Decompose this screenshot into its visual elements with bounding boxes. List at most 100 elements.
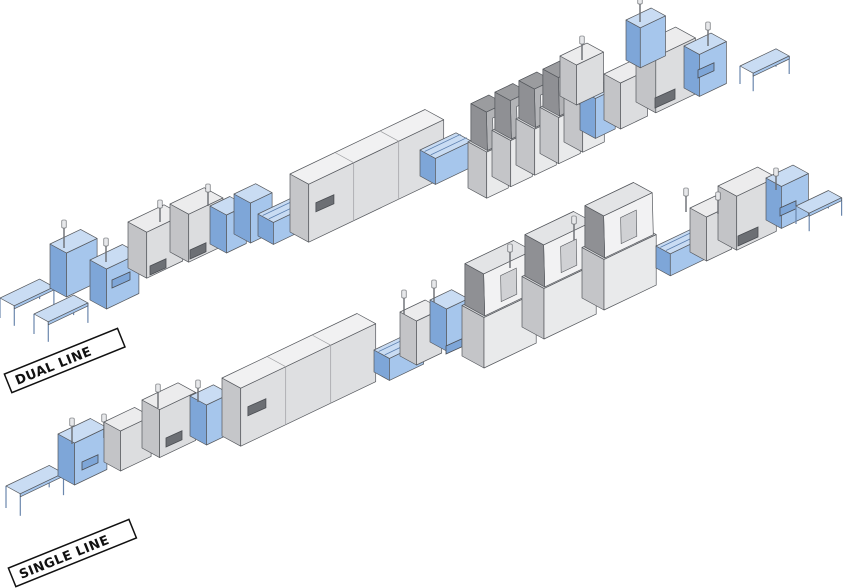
signal-tower-lamp — [155, 383, 161, 393]
dual-line-assembly — [0, 0, 790, 342]
signal-tower-icon — [715, 191, 721, 214]
monitor-screen — [111, 271, 131, 289]
reflow-oven — [289, 109, 445, 243]
loader-table — [795, 190, 843, 232]
signal-tower-lamp — [571, 215, 577, 225]
dual-line-label-box — [3, 327, 126, 394]
screen-printer — [141, 382, 196, 458]
machine-end-face — [603, 73, 621, 130]
monitor-icon — [149, 258, 167, 276]
magazine-loader — [625, 7, 666, 69]
single-line-label-box — [7, 518, 138, 588]
signal-tower-icon — [507, 243, 513, 268]
machine-end-face — [717, 185, 738, 251]
signal-tower-lamp — [683, 187, 689, 197]
machine-end-face — [765, 177, 782, 229]
machine-top-face — [683, 32, 727, 55]
mounter-window — [560, 238, 578, 274]
monitor-screen — [247, 398, 267, 417]
machine-top-face — [233, 183, 273, 204]
signal-tower-lamp — [773, 167, 779, 177]
signal-tower-lamp — [61, 219, 67, 229]
signal-tower-icon — [705, 21, 711, 46]
reflow-oven — [221, 313, 377, 447]
machine-end-face — [141, 399, 160, 458]
machine-top-face — [625, 7, 666, 29]
oven-seam — [379, 130, 400, 200]
monitor-screen — [315, 194, 335, 213]
signal-tower-icon — [401, 289, 407, 314]
machine-end-face — [221, 377, 242, 447]
conveyor-rail — [424, 133, 461, 152]
monitor-icon — [165, 430, 183, 448]
mounter-window — [620, 209, 638, 245]
signal-tower-lamp — [431, 279, 437, 289]
signal-tower-icon — [195, 379, 201, 402]
monitor-screen — [737, 226, 759, 247]
screen-printer — [559, 42, 604, 106]
hood-end — [524, 234, 546, 288]
oven-body — [221, 313, 377, 447]
signal-tower-icon — [61, 219, 67, 248]
signal-tower-lamp — [637, 0, 643, 5]
signal-tower-lamp — [507, 243, 513, 253]
table-edge — [47, 302, 89, 326]
machine-end-face — [289, 173, 310, 243]
signal-tower-icon — [579, 35, 585, 60]
signal-tower-icon — [683, 187, 689, 212]
loader-table — [5, 465, 65, 516]
signal-tower-lamp — [69, 417, 75, 427]
loader-table — [739, 48, 790, 92]
conveyor-rail — [430, 137, 467, 156]
placement-machine — [461, 240, 537, 369]
hood-end — [470, 103, 488, 151]
machine-end-face — [625, 19, 641, 69]
signal-tower-icon — [157, 199, 163, 222]
signal-tower-icon — [431, 279, 437, 302]
dual-line-label: DUAL LINE — [3, 327, 126, 394]
oven-seam — [311, 334, 332, 404]
monitor-screen — [165, 430, 183, 448]
magazine-loader — [683, 32, 727, 97]
signal-tower-icon — [205, 183, 211, 206]
mounter-window — [500, 267, 518, 303]
monitor-icon — [81, 454, 99, 471]
signal-tower-lamp — [705, 21, 711, 31]
hood-end — [494, 91, 512, 140]
signal-tower-icon — [69, 417, 75, 444]
signal-tower-lamp — [715, 191, 721, 201]
placement-machine — [581, 182, 657, 311]
screen-printer — [399, 299, 443, 366]
monitor-icon — [111, 271, 131, 289]
oven-seam — [334, 152, 355, 221]
hood-end — [542, 68, 560, 117]
single-line-label-text: SINGLE LINE — [17, 533, 111, 583]
hood-end — [584, 205, 606, 259]
signal-tower-icon — [637, 0, 643, 22]
magazine-loader — [57, 418, 108, 486]
machine-end-face — [683, 45, 700, 97]
monitor-icon — [697, 62, 715, 79]
conveyor-icon — [419, 132, 472, 185]
signal-tower-icon — [773, 167, 779, 190]
signal-tower-lamp — [205, 183, 211, 193]
monitor-screen — [81, 454, 99, 471]
monitor-screen — [697, 62, 715, 79]
monitor-icon — [315, 194, 335, 213]
oven-body — [289, 109, 445, 243]
signal-tower-icon — [103, 237, 109, 262]
signal-tower-lamp — [103, 237, 109, 247]
signal-tower-lamp — [101, 413, 107, 423]
conveyor-body — [419, 132, 472, 185]
placement-machine — [467, 94, 509, 199]
monitor-icon — [247, 398, 267, 417]
signal-tower-lamp — [401, 289, 407, 299]
monitor-icon — [737, 226, 759, 247]
oven-seam — [266, 356, 287, 425]
single-line-label: SINGLE LINE — [7, 518, 138, 588]
monitor-icon — [654, 88, 676, 109]
placement-machine — [521, 211, 597, 340]
hood-end — [464, 263, 486, 317]
machine-top-face — [141, 382, 196, 410]
signal-tower-lamp — [195, 379, 201, 389]
